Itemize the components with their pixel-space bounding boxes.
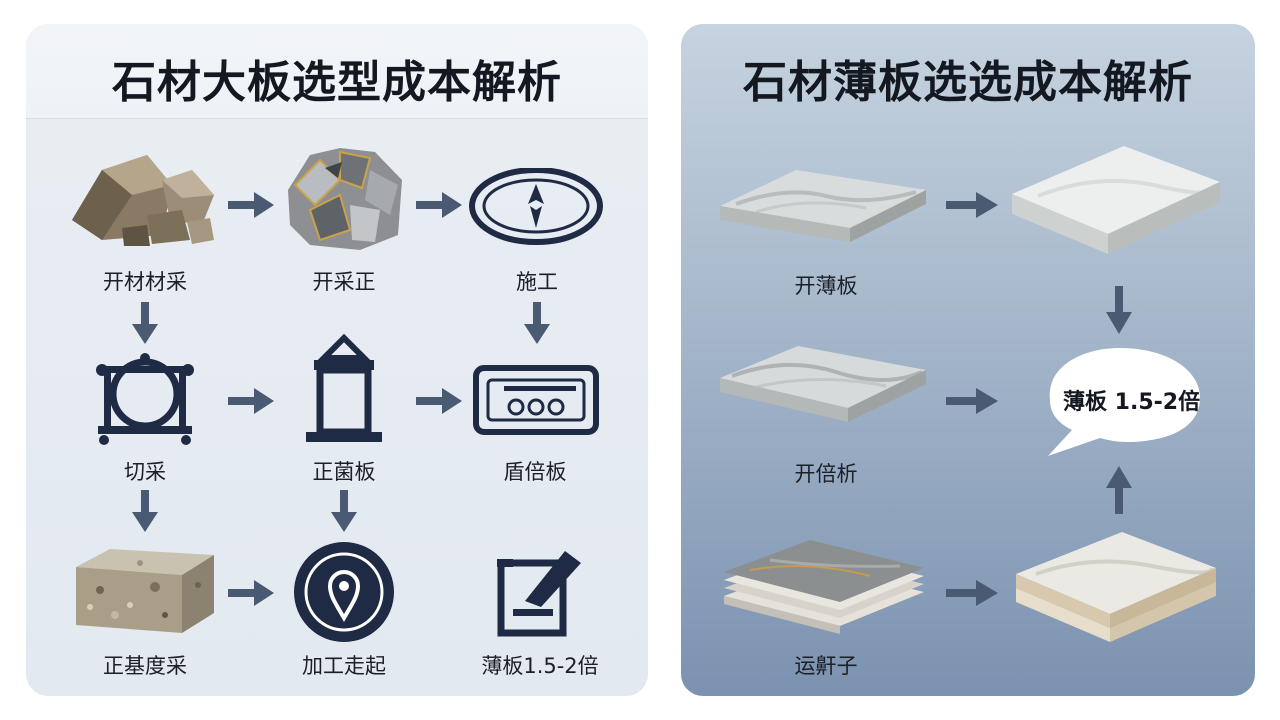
marble-slab-icon xyxy=(720,346,926,422)
speech-bubble-icon xyxy=(1048,348,1200,456)
node-label-5: 正菌板 xyxy=(312,460,376,484)
bubble-text: 薄板 1.5-2倍 xyxy=(1063,390,1201,415)
stacked-slabs-icon xyxy=(724,540,924,634)
arrow-down-icon xyxy=(331,490,357,532)
arrow-down-icon xyxy=(524,302,550,344)
arrow-right-icon xyxy=(228,192,274,218)
node-label-7: 正基度采 xyxy=(103,654,187,678)
arrow-down-icon xyxy=(1106,286,1132,334)
left-panel-title: 石材大板选型成本解析 xyxy=(112,57,562,108)
arrow-right-icon xyxy=(228,580,274,606)
location-pin-icon xyxy=(294,542,394,642)
node-label-3: 施工 xyxy=(516,270,558,294)
rough-stone-icon xyxy=(72,155,214,246)
marble-slab-icon xyxy=(720,170,926,242)
right-node-label-2: 开倍析 xyxy=(794,462,858,486)
arrow-down-icon xyxy=(132,490,158,532)
left-title-band xyxy=(26,24,648,119)
lantern-icon xyxy=(306,334,382,442)
watermark xyxy=(1060,696,1250,714)
right-node-label-3: 运鼾子 xyxy=(794,654,858,678)
arrow-right-icon xyxy=(946,388,998,414)
node-label-4: 切采 xyxy=(124,460,166,484)
edit-pen-icon xyxy=(497,551,581,637)
arrow-right-icon xyxy=(416,192,462,218)
right-node-label-1: 开薄板 xyxy=(794,274,858,298)
node-label-1: 开材材采 xyxy=(103,270,187,294)
arrow-up-icon xyxy=(1106,466,1132,514)
node-label-8: 加工走起 xyxy=(302,654,386,678)
arrow-right-icon xyxy=(946,192,998,218)
crushed-stone-icon xyxy=(288,148,402,250)
marble-slab-icon xyxy=(1012,146,1220,254)
node-label-2: 开采正 xyxy=(312,270,376,294)
arrow-right-icon xyxy=(228,388,274,414)
right-panel-title: 石材薄板选选成本解析 xyxy=(743,57,1193,108)
granite-block-icon xyxy=(76,549,214,633)
node-label-9: 薄板1.5-2倍 xyxy=(481,654,599,678)
arrow-right-icon xyxy=(946,580,998,606)
node-label-6: 盾倍板 xyxy=(503,460,567,484)
stacked-slabs-icon xyxy=(1016,532,1216,642)
control-panel-icon xyxy=(473,365,599,435)
compass-oval-icon xyxy=(469,168,603,245)
cutting-machine-icon xyxy=(96,353,194,445)
arrow-down-icon xyxy=(132,302,158,344)
arrow-right-icon xyxy=(416,388,462,414)
